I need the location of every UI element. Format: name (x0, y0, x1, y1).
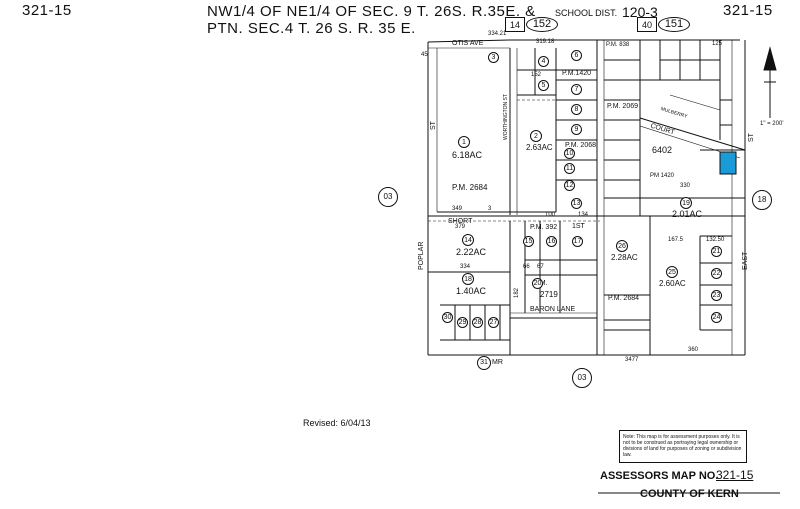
dim-67: 67 (537, 264, 544, 270)
parcel-7[interactable]: 7 (571, 84, 582, 95)
street-poplar: POPLAR (418, 241, 425, 270)
dim-45: 45 (421, 52, 428, 58)
parcel-26-number[interactable]: 26 (616, 240, 628, 252)
parcel-2-number[interactable]: 2 (530, 130, 542, 142)
dim-379: 379 (455, 224, 466, 230)
parcel-26-area: 2.28AC (611, 253, 638, 262)
parcel-17[interactable]: 17 (572, 236, 583, 247)
street-short: SHORT (448, 218, 473, 225)
assessor-map-number: 321-15 (716, 468, 754, 482)
parcel-10[interactable]: 10 (564, 148, 575, 159)
dim-182: 182 (514, 287, 521, 299)
dim-349: 349 (452, 206, 463, 212)
pm-838: P.M. 838 (606, 42, 630, 48)
school-dist-label: SCHOOL DIST. (555, 8, 618, 18)
dim-33421: 334.21 (488, 31, 507, 37)
parcel-30[interactable]: 30 (442, 312, 453, 323)
parcel-29[interactable]: 29 (457, 317, 468, 328)
parcel-2-area: 2.63AC (526, 143, 553, 152)
dim-134: 134 (578, 212, 589, 218)
parcel-13[interactable]: 13 (571, 198, 582, 209)
header-line1: NW1/4 OF NE1/4 OF SEC. 9 T. 26S. R.35E. … (207, 3, 536, 20)
header-line2: PTN. SEC.4 T. 26 S. R. 35 E. (207, 20, 416, 37)
parcel-5[interactable]: 5 (538, 80, 549, 91)
scale-text: 1" = 200' (760, 121, 784, 127)
parcel-8[interactable]: 8 (571, 104, 582, 115)
book-ref-left-oval: 152 (526, 17, 558, 32)
parcel-3[interactable]: 3 (488, 52, 499, 63)
parcel-23[interactable]: 23 (711, 290, 722, 301)
street-east: EAST (742, 251, 749, 270)
pm-2069: P.M. 2069 (607, 103, 639, 110)
parcel-18-number[interactable]: 18 (462, 273, 474, 285)
street-west-st: ST (430, 121, 437, 130)
dim-100: 100 (545, 212, 556, 218)
book-ref-left-box: 14 (505, 17, 525, 32)
parcel-1-area: 6.18AC (452, 150, 483, 160)
revised-date: Revised: 6/04/13 (303, 418, 371, 428)
page-number-left: 321-15 (22, 2, 72, 19)
parcel-20[interactable]: 20 (532, 278, 543, 289)
parcel-14-number[interactable]: 14 (462, 234, 474, 246)
parcel-4[interactable]: 4 (538, 56, 549, 67)
parcel-9[interactable]: 9 (571, 124, 582, 135)
dim-1675: 167.5 (668, 237, 684, 243)
dim-360: 360 (688, 347, 699, 353)
pm-392: P.M. 392 (530, 224, 558, 231)
parcel-19-number[interactable]: 19 (680, 197, 692, 209)
pm-1420-b: PM 1420 (650, 173, 675, 179)
dim-3: 3 (488, 206, 492, 212)
parcel-12[interactable]: 12 (564, 180, 575, 191)
parcel-19-area: 2.01AC (672, 209, 703, 219)
parcel-21[interactable]: 21 (711, 246, 722, 257)
dim-330: 330 (680, 183, 691, 189)
book-ref-right-box: 40 (637, 17, 657, 32)
adjacent-map-south-left-suffix: MR (492, 359, 503, 366)
parcel-15[interactable]: 15 (523, 236, 534, 247)
street-baron: BARON LANE (530, 306, 576, 313)
parcel-18-area: 1.40AC (456, 286, 487, 296)
parcel-27[interactable]: 27 (488, 317, 499, 328)
street-1st: 1ST (572, 223, 585, 230)
parcel-22[interactable]: 22 (711, 268, 722, 279)
parcel-6[interactable]: 6 (571, 50, 582, 61)
parcel-14-area: 2.22AC (456, 247, 487, 257)
dim-125: 125 (712, 41, 723, 47)
street-worthington: WORTHINGTON ST (503, 94, 509, 140)
pm-2068: P.M. 2068 (565, 142, 597, 149)
assessor-map-label: ASSESSORS MAP NO. (600, 470, 719, 482)
school-dist-value: 120-3 (622, 4, 658, 20)
page-number-right: 321-15 (723, 2, 773, 19)
book-ref-right-oval: 151 (658, 17, 690, 32)
parcel-1-number[interactable]: 1 (458, 136, 470, 148)
pm-1420: P.M.1420 (562, 70, 592, 77)
parcel-11[interactable]: 11 (564, 163, 575, 174)
dim-31918: 319.18 (536, 39, 555, 45)
disclaimer-note: Note: This map is for assessment purpose… (619, 430, 747, 463)
pm-2719: 2719 (540, 290, 558, 299)
parcel-16[interactable]: 16 (546, 236, 557, 247)
parcel-25-area: 2.60AC (659, 279, 686, 288)
dim-152: 152 (531, 72, 542, 78)
parcel-24[interactable]: 24 (711, 312, 722, 323)
dim-66: 66 (523, 264, 530, 270)
dim-334: 334 (460, 264, 471, 270)
parcel-1-pm: P.M. 2684 (452, 183, 488, 192)
dim-3477: 3477 (625, 357, 639, 363)
parcel-28[interactable]: 28 (472, 317, 483, 328)
parcel-25-number[interactable]: 25 (666, 266, 678, 278)
adjacent-map-south[interactable]: 03 (572, 368, 592, 388)
street-otis: OTIS AVE (452, 40, 484, 47)
county-name: COUNTY OF KERN (640, 488, 739, 500)
north-arrow (763, 46, 777, 118)
lot-6402: 6402 (652, 145, 673, 155)
dim-13250: 132.50 (706, 237, 725, 243)
street-east-st: ST (748, 133, 755, 142)
pm-2684-b: P.M. 2684 (608, 295, 640, 302)
adjacent-map-east[interactable]: 18 (752, 190, 772, 210)
adjacent-map-south-left[interactable]: 31 (477, 356, 491, 370)
adjacent-map-west[interactable]: 03 (378, 187, 398, 207)
